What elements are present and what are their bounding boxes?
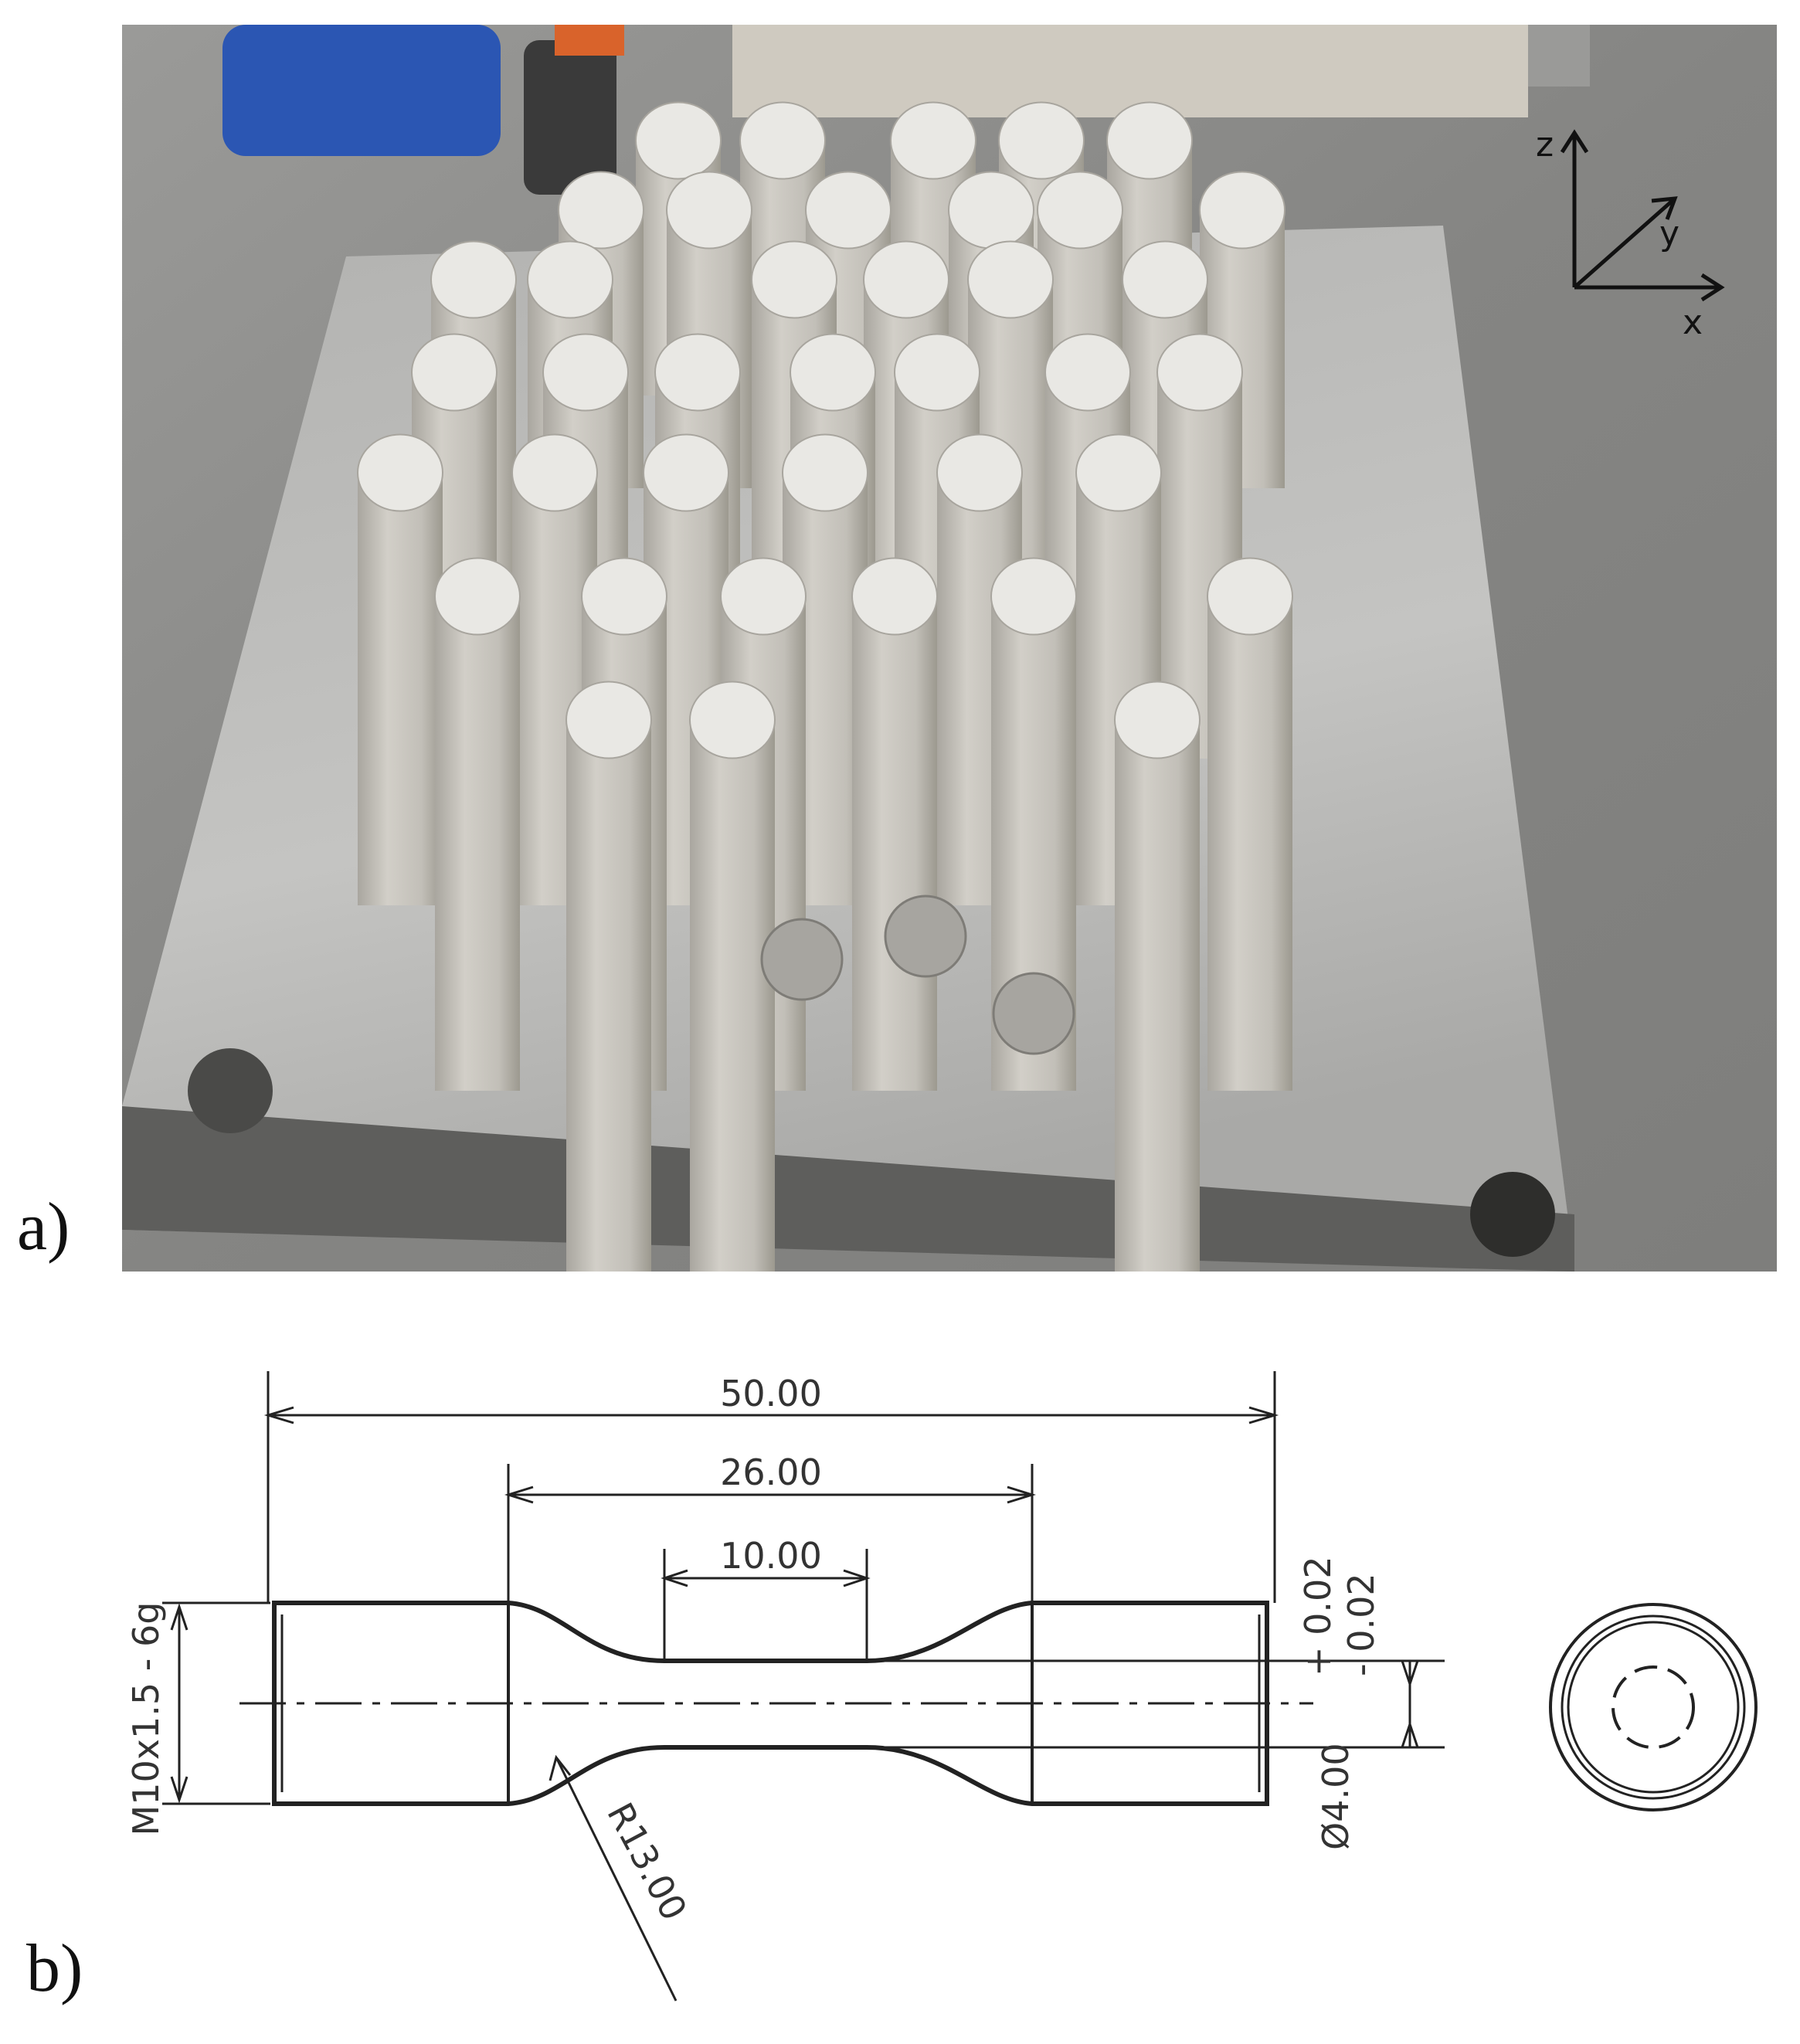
specimen-rod-top: [1106, 101, 1193, 180]
specimen-rod-top: [1037, 171, 1123, 250]
end-view-thread: [1561, 1614, 1746, 1800]
specimen-rod-top: [890, 101, 976, 180]
specimen-rod-top: [666, 171, 752, 250]
specimen-rod-top: [1207, 557, 1293, 636]
specimen-rod-top: [782, 433, 868, 512]
back-block: [1528, 25, 1590, 87]
specimen-rod-top: [1075, 433, 1162, 512]
blue-container: [222, 25, 501, 156]
axis-triad: [1560, 129, 1725, 302]
specimen-rod-top: [689, 681, 776, 759]
specimen-rod-top: [851, 557, 938, 636]
specimen-rod: [690, 720, 775, 1272]
specimen-rod-top: [948, 171, 1034, 250]
dim-thread: M10x1.5 - 6g: [125, 1602, 167, 1836]
build-plate-photo: z y x: [122, 25, 1777, 1272]
specimen-rod-top: [565, 681, 652, 759]
removed-specimen-mark: [992, 972, 1075, 1055]
panel-label-b: b): [26, 1931, 83, 2006]
specimen-rod-top: [430, 240, 517, 319]
metal-bar: [732, 25, 1528, 117]
specimen-rod: [566, 720, 651, 1272]
dim-tolerance-lower: - 0.02: [1340, 1573, 1382, 1676]
specimen-rod-top: [720, 557, 807, 636]
axis-label-x: x: [1683, 303, 1703, 342]
build-plate-edge: [122, 1106, 1574, 1272]
axis-label-y: y: [1659, 214, 1679, 253]
specimen-rod-top: [739, 101, 826, 180]
specimen-rod-top: [357, 433, 443, 512]
dark-tool: [524, 40, 616, 195]
dim-tolerance-upper: + 0.02: [1297, 1556, 1339, 1676]
specimen-rod-top: [581, 557, 667, 636]
specimen-drawing: 50.00 26.00 10.00 M10x1.5 - 6g Ø4.00 + 0…: [125, 1371, 1758, 2002]
specimen-rod-top: [990, 557, 1077, 636]
specimen-rod-top: [542, 333, 629, 412]
specimen-rod-top: [411, 333, 498, 412]
end-view-gauge: [1612, 1665, 1695, 1749]
specimen-rod-top: [635, 101, 722, 180]
specimen-rod-top: [643, 433, 729, 512]
specimen-rod-top: [527, 240, 613, 319]
dim-overall-length: 50.00: [720, 1373, 822, 1414]
specimen-rod-top: [1122, 240, 1208, 319]
orange-part: [555, 25, 624, 56]
specimen-rod-top: [805, 171, 892, 250]
dim-diameter: Ø4.00: [1315, 1743, 1357, 1850]
end-view-inner: [1567, 1621, 1740, 1794]
specimen-rod-top: [654, 333, 741, 412]
specimen-rod-top: [511, 433, 598, 512]
removed-specimen-mark: [760, 918, 844, 1001]
leader-radius: [555, 1757, 678, 2002]
specimen-rod-top: [751, 240, 837, 319]
specimen-rod-top: [434, 557, 521, 636]
specimen-rod-top: [1199, 171, 1285, 250]
specimen-rod-top: [1156, 333, 1243, 412]
panel-label-a: a): [17, 1190, 70, 1265]
specimen-rod-top: [967, 240, 1054, 319]
dim-shoulder-span: 26.00: [720, 1452, 822, 1493]
specimen-rod: [1207, 596, 1292, 1091]
specimen-rod: [852, 596, 937, 1091]
axis-label-z: z: [1536, 125, 1554, 165]
specimen-rod: [1115, 720, 1200, 1272]
specimen-rod-top: [936, 433, 1023, 512]
plate-notch: [1470, 1172, 1555, 1257]
dim-fillet-radius: R13.00: [599, 1796, 695, 1927]
specimen-outline: [272, 1601, 1269, 1806]
specimen-rod: [358, 473, 443, 905]
dim-gauge-length: 10.00: [720, 1535, 822, 1577]
specimen-rod-top: [894, 333, 980, 412]
specimen-rod-top: [790, 333, 876, 412]
removed-specimen-mark: [884, 895, 967, 978]
end-view-outer: [1549, 1603, 1758, 1811]
plate-notch: [188, 1048, 273, 1133]
specimen-rod: [435, 596, 520, 1091]
specimen-rod-top: [1044, 333, 1131, 412]
specimen-rod-top: [863, 240, 949, 319]
specimen-rods: [357, 101, 1293, 1272]
specimen-rod-top: [998, 101, 1085, 180]
specimen-rod-top: [1114, 681, 1201, 759]
specimen-rod-top: [558, 171, 644, 250]
